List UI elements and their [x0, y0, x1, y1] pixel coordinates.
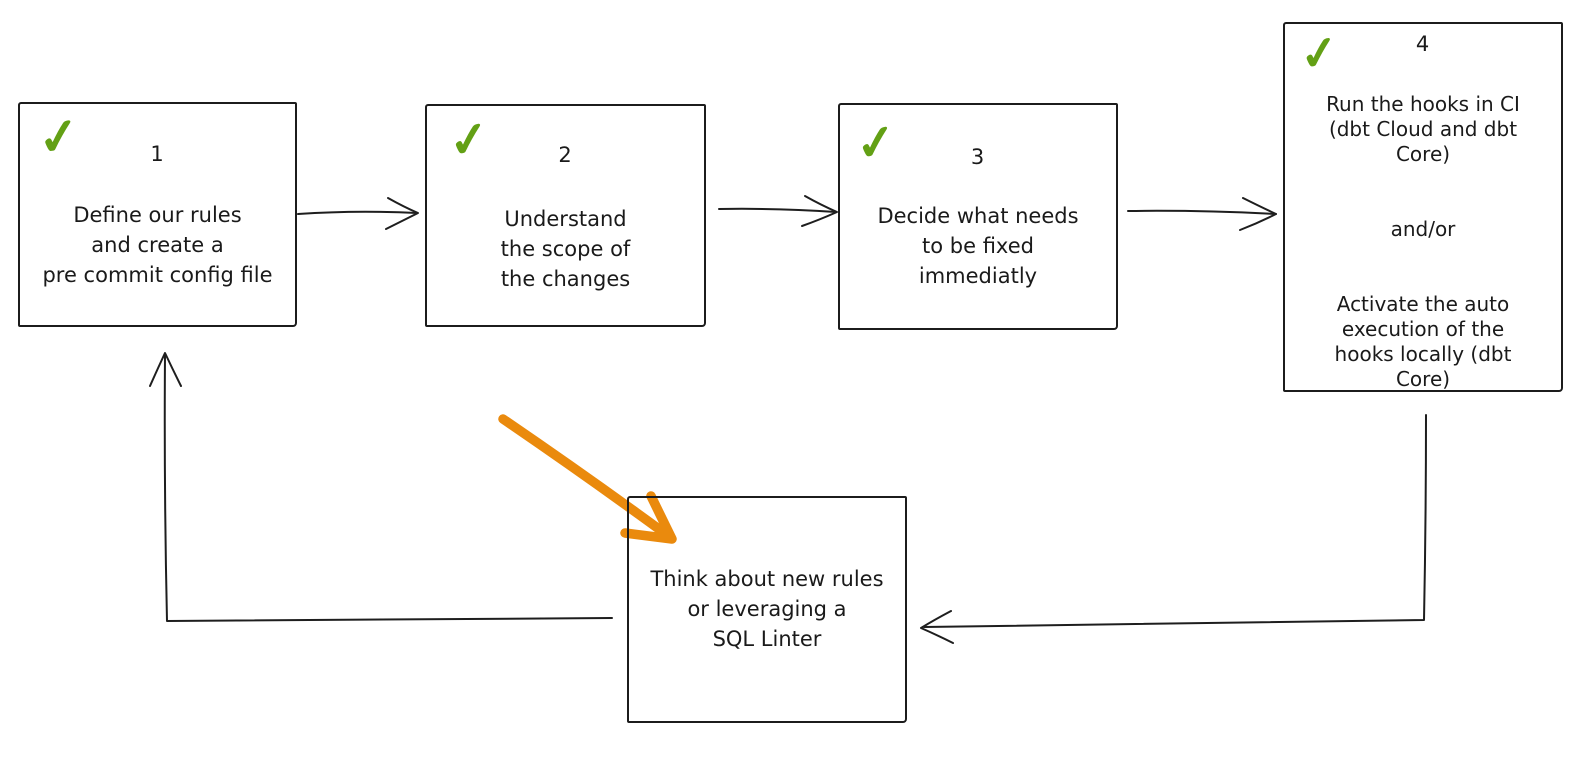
loop-box: Think about new rules or leveraging a SQ…: [627, 496, 907, 723]
step-4-box: ✓ 4 Run the hooks in CI (dbt Cloud and d…: [1283, 22, 1563, 392]
text-line: hooks locally (dbt: [1334, 342, 1512, 366]
text-line: to be fixed: [922, 234, 1034, 258]
step-1-box: ✓ 1 Define our rules and create a pre co…: [18, 102, 297, 327]
text-line: [1285, 242, 1561, 267]
step-3-text: Decide what needs to be fixed immediatly: [840, 201, 1116, 291]
text-line: SQL Linter: [712, 627, 822, 651]
text-line: the scope of: [500, 237, 631, 261]
step-1-text: Define our rules and create a pre commit…: [20, 200, 295, 290]
text-line: Define our rules: [73, 203, 242, 227]
arrowhead-right-icon: [801, 195, 838, 227]
text-line: Run the hooks in CI: [1326, 92, 1520, 116]
step-4-text: Run the hooks in CI (dbt Cloud and dbt C…: [1285, 92, 1561, 392]
text-line: and/or: [1390, 217, 1456, 241]
text-line: pre commit config file: [42, 263, 273, 287]
text-line: Decide what needs: [877, 204, 1079, 228]
text-line: [1285, 167, 1561, 192]
arrow-shaft: [297, 210, 418, 215]
step-1-number: 1: [150, 142, 165, 166]
arrow-shaft: [923, 414, 1427, 628]
step-3-number: 3: [970, 145, 986, 169]
text-line: Activate the auto: [1336, 292, 1510, 316]
step-4-number: 4: [1415, 32, 1431, 56]
arrowhead-right-icon: [1239, 197, 1277, 231]
step-2-number: 2: [558, 143, 573, 167]
text-line: Core): [1395, 367, 1451, 391]
arrow-loop-to-step1: [149, 352, 613, 622]
text-line: or leveraging a: [687, 597, 847, 621]
text-line: Understand: [504, 207, 627, 231]
text-line: (dbt Cloud and dbt: [1328, 117, 1518, 141]
arrowhead-left-icon: [920, 610, 954, 644]
text-line: and create a: [91, 233, 224, 257]
arrow-step2-to-step3: [718, 195, 838, 227]
loop-box-text: Think about new rules or leveraging a SQ…: [629, 564, 905, 654]
step-2-text: Understand the scope of the changes: [427, 204, 704, 294]
text-line: execution of the: [1341, 317, 1505, 341]
text-line: Think about new rules: [650, 567, 884, 591]
step-3-box: ✓ 3 Decide what needs to be fixed immedi…: [838, 103, 1118, 330]
arrow-shaft: [1127, 209, 1277, 215]
step-2-box: ✓ 2 Understand the scope of the changes: [425, 104, 706, 327]
arrow-shaft: [718, 207, 837, 213]
text-line: immediatly: [918, 264, 1038, 288]
arrow-step3-to-step4: [1127, 197, 1277, 231]
text-line: [1285, 267, 1561, 292]
arrow-shaft: [163, 354, 613, 622]
arrowhead-right-icon: [385, 197, 419, 230]
text-line: the changes: [500, 267, 631, 291]
arrowhead-up-icon: [149, 352, 182, 387]
text-line: [1285, 192, 1561, 217]
arrow-step1-to-step2: [297, 197, 419, 230]
text-line: Core): [1395, 142, 1451, 166]
arrow-step4-to-loop: [920, 414, 1427, 644]
